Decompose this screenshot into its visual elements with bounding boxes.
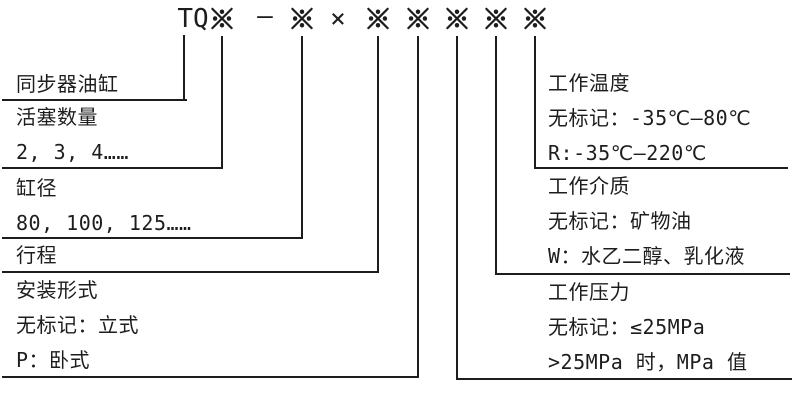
- ref-mark-icon: [209, 5, 236, 32]
- pressure-block: 工作压力 无标记：≤25MPa >25MPa 时，MPa 值: [548, 275, 747, 380]
- piston-count-values: 2, 3, 4……: [16, 140, 129, 164]
- underline-medium: [495, 273, 790, 275]
- underline-temperature: [534, 167, 788, 169]
- ref-mark-icon: [289, 5, 316, 32]
- mounting-label: 安装形式: [16, 278, 98, 302]
- temperature-block: 工作温度 无标记：-35℃—80℃ R:-35℃—220℃: [548, 66, 751, 171]
- ref-mark-icon: [522, 5, 549, 32]
- product-name-block: 同步器油缸: [16, 67, 119, 102]
- bore-label: 缸径: [16, 176, 57, 200]
- bore-values: 80, 100, 125……: [16, 211, 192, 235]
- leader-line-piston-count: [221, 36, 223, 168]
- stroke-block: 行程: [16, 238, 57, 273]
- mounting-p-option: P：卧式: [16, 348, 91, 372]
- temperature-default-option: 无标记：-35℃—80℃: [548, 106, 752, 130]
- mounting-default-option: 无标记：立式: [16, 313, 139, 337]
- bore-block: 缸径 80, 100, 125……: [16, 171, 192, 241]
- leader-line-temperature: [534, 36, 536, 168]
- underline-mounting: [2, 376, 419, 378]
- underline-product-name: [2, 99, 187, 101]
- medium-w-option: W：水乙二醇、乳化液: [548, 244, 746, 268]
- leader-line-pressure: [456, 36, 458, 379]
- pressure-default-option: 无标记：≤25MPa: [548, 315, 706, 339]
- medium-label: 工作介质: [548, 174, 630, 198]
- underline-bore: [2, 237, 303, 239]
- leader-line-stroke: [377, 36, 379, 272]
- ref-mark-icon: [365, 5, 392, 32]
- leader-line-bore: [301, 36, 303, 238]
- underline-pressure: [456, 378, 792, 380]
- code-prefix: TQ: [177, 4, 209, 34]
- leader-line-prefix: [183, 35, 185, 100]
- leader-line-medium: [495, 36, 497, 274]
- pressure-value-option: >25MPa 时，MPa 值: [548, 350, 748, 374]
- underline-piston-count: [2, 167, 223, 169]
- ref-mark-icon: [405, 5, 432, 32]
- temperature-label: 工作温度: [548, 71, 630, 95]
- ref-mark-icon: [444, 5, 471, 32]
- product-name-label: 同步器油缸: [16, 72, 119, 96]
- pressure-label: 工作压力: [548, 280, 630, 304]
- leader-line-mounting: [417, 36, 419, 377]
- code-times: ×: [330, 4, 346, 34]
- piston-count-label: 活塞数量: [16, 105, 98, 129]
- stroke-label: 行程: [16, 243, 57, 267]
- mounting-block: 安装形式 无标记：立式 P：卧式: [16, 273, 139, 378]
- medium-default-option: 无标记：矿物油: [548, 209, 692, 233]
- piston-count-block: 活塞数量 2, 3, 4……: [16, 100, 129, 170]
- ref-mark-icon: [483, 5, 510, 32]
- temperature-r-option: R:-35℃—220℃: [548, 141, 707, 165]
- underline-stroke: [2, 271, 379, 273]
- code-dash: —: [257, 1, 273, 31]
- medium-block: 工作介质 无标记：矿物油 W：水乙二醇、乳化液: [548, 169, 745, 274]
